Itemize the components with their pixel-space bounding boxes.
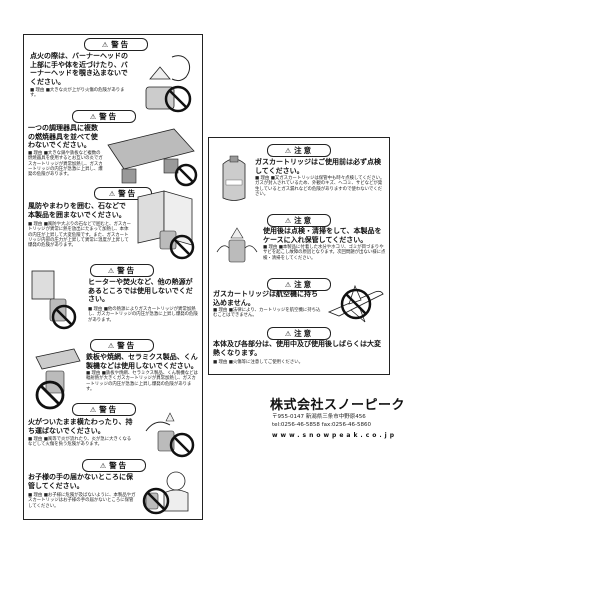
gas-cartridge-icon (222, 158, 246, 201)
warning-text: お子様の手の届かないところに保管してください。 (28, 473, 133, 490)
warning-header: ⚠警告 (94, 187, 152, 200)
warning-triangle-icon: ⚠ (107, 342, 115, 350)
caution-reason: ■ 理由 ■本製品に付着した水分やホコリ、ゴミが目づまりやサビを起こし故障の原因… (263, 245, 386, 261)
warning-triangle-icon: ⚠ (99, 462, 107, 470)
warning-triangle-icon: ⚠ (89, 113, 97, 121)
no-symbol-icon (174, 163, 198, 187)
warning-header: ⚠警告 (90, 264, 154, 277)
no-symbol-icon (142, 487, 170, 515)
heater-illustration (31, 270, 77, 330)
warning-header: ⚠警告 (72, 110, 136, 123)
warning-triangle-icon: ⚠ (89, 406, 97, 414)
warning-text: 火がついたまま横たわったり、持ち運ばないでください。 (28, 418, 133, 435)
warning-text: ヒーターや焚火など、他の熱源があるところでは使用しないでください。 (88, 278, 193, 303)
warning-reason: ■ 理由 ■鉄板や焼網、セラミクス製品、くん製機などは輻射熱が大きくガスカートリ… (86, 371, 198, 392)
warning-header: ⚠警告 (72, 403, 136, 416)
grill-illustration (35, 348, 81, 410)
warning-header: ⚠警告 (82, 459, 146, 472)
warning-reason: ■ 理由 ■大きな鍋や鉄板など複数の燃焼器具を使用するとお互いの炎でガスカートリ… (28, 151, 103, 178)
no-symbol-icon (169, 234, 195, 260)
warning-triangle-icon: ⚠ (101, 41, 109, 49)
no-symbol-icon (340, 288, 372, 320)
warning-triangle-icon: ⚠ (284, 281, 292, 289)
warning-reason: ■ 理由 ■風防や大ぶりの石などで囲むと、ガスカートリッジが異常に熱を放出にたま… (28, 222, 132, 249)
caution-reason: ■ 理由 ■法律により、カートリッジを航空機に持ち込むことはできません。 (213, 308, 321, 319)
airplane-illustration (327, 284, 384, 323)
warning-header: ⚠警告 (84, 38, 148, 51)
no-symbol-icon (169, 432, 195, 458)
caution-text: 使用後は点検・清掃をして、本製品をケースに入れ保管してください。 (263, 227, 382, 244)
carry-stove-illustration (145, 412, 195, 458)
child-illustration (142, 471, 189, 515)
cleaning-illustration (216, 227, 258, 263)
company-phone: tel:0256-46-5858 fax:0256-46-5860 (272, 422, 372, 428)
gas-cartridge-illustration (222, 155, 246, 201)
caution-header: ⚠注意 (267, 278, 331, 291)
caution-text: ガスカートリッジはご使用前は必ず点検してください。 (255, 158, 381, 175)
windscreen-illustration (137, 190, 195, 260)
caution-text: ガスカートリッジは航空機に持ち込めません。 (213, 290, 318, 307)
warning-triangle-icon: ⚠ (107, 267, 115, 275)
warning-header: ⚠警告 (90, 339, 154, 352)
company-name: 株式会社スノーピーク (270, 398, 406, 413)
warning-text: 点火の際は、バーナーヘッドの上部に手や体を近づけたり、バーナーヘッドを覗き込まな… (30, 52, 128, 86)
no-symbol-icon (51, 304, 77, 330)
warning-reason: ■ 理由 ■他の熱源によりガスカートリッジが異常加熱し、ガスカートリッジの内圧が… (88, 307, 198, 323)
warning-reason: ■ 理由 ■大きな炎が上がり火傷の危険があります。 (30, 88, 125, 99)
warning-reason: ■ 理由 ■風等で炎が流れたり、炎が急に大きくなるなどして火傷を負う危険がありま… (28, 437, 132, 448)
warning-triangle-icon: ⚠ (284, 330, 292, 338)
warning-triangle-icon: ⚠ (108, 190, 116, 198)
warning-text: 鉄板や焼網、セラミクス製品、くん製機などは使用しないでください。 (86, 353, 198, 370)
warning-text: 風防やまわりを囲む、石などで本製品を囲まないでください。 (28, 202, 126, 219)
caution-text: 本体及び各部分は、使用中及び使用後しばらくは大変熱くなります。 (213, 340, 381, 357)
company-website: www.snowpeak.co.jp (272, 432, 398, 439)
caution-header: ⚠注意 (267, 144, 331, 157)
company-address: 〒955-0147 新潟県三条市中野原456 (272, 414, 366, 420)
caution-reason: ■ 理由 ■火傷等に注意してご使用ください。 (213, 360, 303, 365)
warning-reason: ■ 理由 ■お子様に危険が及ばないように、本製品やガスカートリッジはお子様の手の… (28, 493, 136, 509)
no-symbol-icon (164, 85, 192, 113)
warning-text: 一つの調理器具に複数の燃焼器具を並べて使わないでください。 (28, 124, 98, 149)
caution-header: ⚠注意 (267, 214, 331, 227)
stove-illustration (145, 55, 192, 113)
warning-triangle-icon: ⚠ (284, 147, 292, 155)
no-symbol-icon (35, 380, 65, 410)
griddle-illustration (107, 128, 198, 187)
warning-triangle-icon: ⚠ (284, 217, 292, 225)
caution-reason: ■ 理由 ■又ガスカートリッジは保管中も時々点検してください。ガスが封入されてい… (255, 176, 385, 197)
warning-panel: ⚠警告 点火の際は、バーナーヘッドの上部に手や体を近づけたり、バーナーヘッドを覗… (23, 34, 203, 520)
caution-panel: ⚠注意 ガスカートリッジはご使用前は必ず点検してください。 ■ 理由 ■又ガスカ… (208, 137, 390, 375)
caution-header: ⚠注意 (267, 327, 331, 340)
